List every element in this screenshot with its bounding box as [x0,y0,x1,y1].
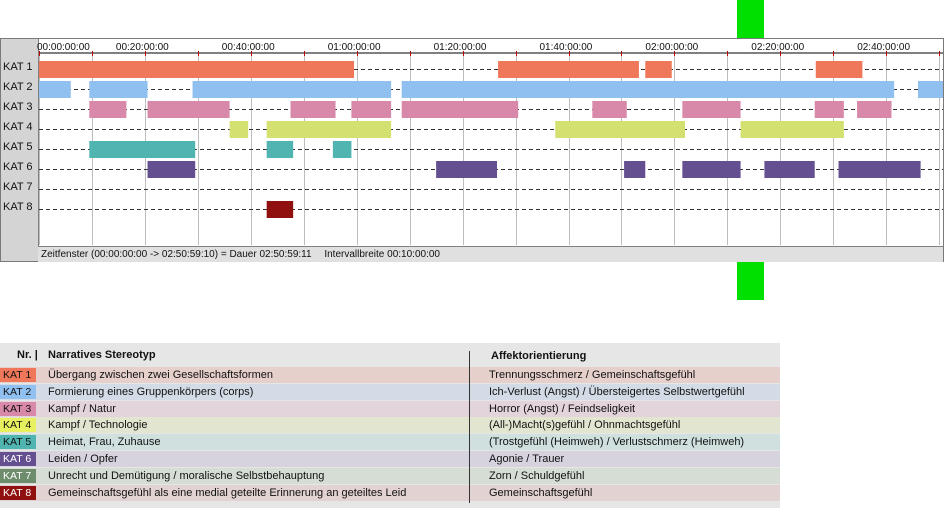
affect-text: Gemeinschaftsgefühl [489,486,593,499]
category-legend-table: Nr. | Narratives Stereotyp Affektorienti… [0,343,780,508]
row-label: KAT 3 [3,101,33,113]
category-segment [401,101,519,118]
affect-text: Trennungsschmerz / Gemeinschaftsgefühl [489,369,696,381]
category-segment [764,161,815,178]
legend-row: KAT 5 Heimat, Frau, Zuhause (Trostgefühl (… [0,434,780,451]
row-label: KAT 1 [3,61,33,73]
row-label-column: KAT 1 KAT 2 KAT 3 KAT 4 KAT 5 KAT 6 KAT 7 KAT 8 [1,39,39,261]
stereotype-text: Gemeinschaftsgefühl als eine medial gete… [48,486,407,499]
category-badge: KAT 3 [0,401,36,416]
affect-text: Ich-Verlust (Angst) / Übersteigertes Sel… [489,385,745,398]
category-segment [290,101,336,118]
category-segment [89,101,127,118]
category-segment [39,61,355,78]
time-tick-label: 02:20:00:00 [751,42,805,53]
stereotype-text: Kampf / Natur [48,402,116,415]
legend-header-nr: Nr. | [17,349,38,361]
stereotype-text: Kampf / Technologie [48,419,148,432]
row-label: KAT 2 [3,81,33,93]
legend-row: KAT 6 Leiden / Opfer Agonie / Trauer [0,451,780,467]
category-segment [89,141,196,158]
category-segment [401,81,895,98]
legend-row: KAT 3 Kampf / Natur Horror (Angst) / Feind… [0,400,780,417]
legend-row: KAT 4 Kampf / Technologie (All-)Macht(s)ge… [0,417,780,434]
status-interval-text: Intervallbreite 00:10:00:00 [324,249,440,260]
timeline-panel[interactable]: KAT 1 KAT 2 KAT 3 KAT 4 KAT 5 KAT 6 KAT 7 KAT 8… [0,38,944,262]
timeline-grid [39,51,943,245]
legend-row: KAT 2 Formierung eines Gruppenkörpers (co… [0,383,780,400]
status-window-text: Zeitfenster (00:00:00:00 -> 02:50:59:10)… [41,249,312,260]
affect-text: Horror (Angst) / Feindseligkeit [489,402,636,415]
legend-row: KAT 8 Gemeinschaftsgefühl als eine medial… [0,484,780,501]
row-label: KAT 5 [3,141,33,153]
category-segment [857,101,892,118]
category-segment [592,101,627,118]
row-label: KAT 8 [3,201,33,213]
playhead-marker-bottom[interactable] [737,262,764,300]
legend-header-affect: Affektorientierung [491,350,587,362]
affect-text: (Trostgefühl (Heimweh) / Verlustschmerz … [489,436,745,449]
category-segment [89,81,148,98]
category-segment [645,61,672,78]
stereotype-text: Heimat, Frau, Zuhause [48,436,161,449]
legend-row: KAT 7 Unrecht und Demütigung / moralische… [0,467,780,484]
row-label: KAT 6 [3,161,33,173]
affect-text: Zorn / Schuldgefühl [489,469,585,482]
row-label: KAT 7 [3,181,33,193]
stereotype-text: Unrecht und Demütigung / moralische Selb… [48,469,325,482]
playhead-marker-top[interactable] [737,0,764,38]
time-tick-label: 00:40:00:00 [221,42,275,53]
affect-text: (All-)Macht(s)gefühl / Ohnmachtsgefühl [489,419,681,432]
category-segment [192,81,392,98]
affect-text: Agonie / Trauer [489,453,565,465]
category-segment [147,101,230,118]
category-badge: KAT 8 [0,485,36,500]
time-tick-label: 02:00:00:00 [645,42,699,53]
category-segment [682,101,741,118]
category-segment [814,101,844,118]
category-segment [498,61,639,78]
category-segment [266,121,392,138]
category-segment [436,161,498,178]
time-tick-label: 01:20:00:00 [433,42,487,53]
stereotype-text: Übergang zwischen zwei Gesellschaftsform… [48,369,273,381]
legend-row: KAT 1 Übergang zwischen zwei Gesellschaft… [0,367,780,383]
category-segment [815,61,863,78]
row-label: KAT 4 [3,121,33,133]
category-segment [682,161,741,178]
category-segment [351,101,392,118]
category-segment [229,121,249,138]
stereotype-text: Leiden / Opfer [48,453,118,465]
category-segment [147,161,196,178]
category-badge: KAT 4 [0,418,36,433]
category-segment [266,201,294,218]
category-badge: KAT 2 [0,384,36,399]
category-segment [624,161,646,178]
category-badge: KAT 6 [0,452,36,466]
time-tick-label: 01:00:00:00 [327,42,381,53]
category-badge: KAT 7 [0,468,36,483]
category-segment [266,141,294,158]
category-segment [917,81,943,98]
category-segment [332,141,352,158]
category-badge: KAT 5 [0,435,36,450]
status-bar: Zeitfenster (00:00:00:00 -> 02:50:59:10)… [38,246,943,262]
category-segment [838,161,921,178]
legend-column-separator [469,351,470,503]
category-segment [740,121,844,138]
time-tick-label: 01:40:00:00 [539,42,593,53]
time-tick-label: 00:20:00:00 [115,42,169,53]
legend-header-stereotype: Narratives Stereotyp [48,349,156,361]
category-badge: KAT 1 [0,368,36,382]
time-tick-label: 00:00:00:00 [37,42,90,53]
category-segment [39,81,71,98]
category-segment [555,121,685,138]
time-tick-label: 02:40:00:00 [857,42,911,53]
stereotype-text: Formierung eines Gruppenkörpers (corps) [48,385,254,398]
